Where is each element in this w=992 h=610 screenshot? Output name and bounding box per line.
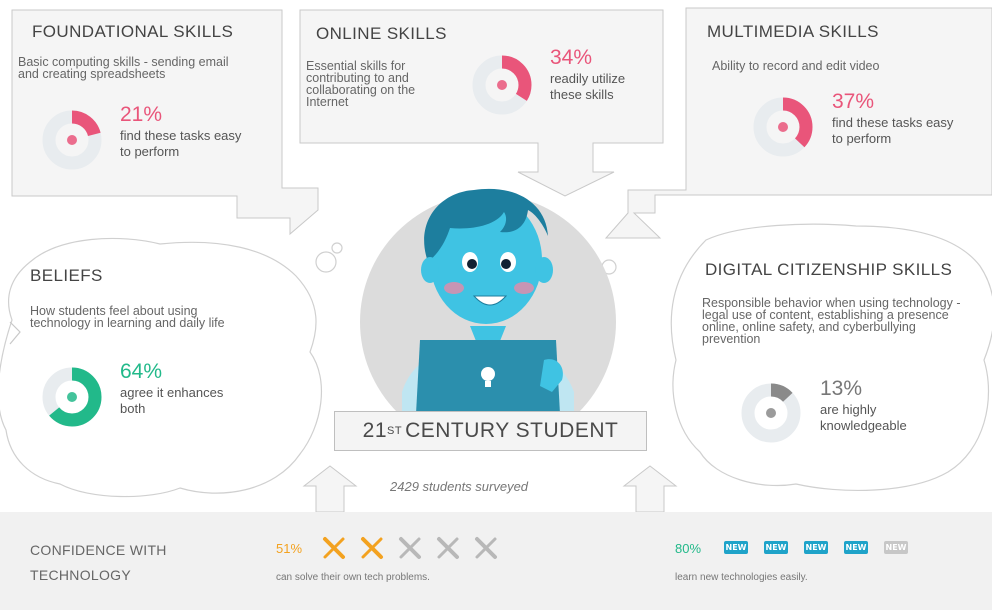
new-badge-empty: NEW — [884, 541, 908, 554]
beliefs-pct: 64% — [120, 360, 163, 383]
foundational-box — [11, 9, 319, 236]
beliefs-title: BELIEFS — [30, 266, 103, 285]
wrench-icon-filled — [323, 537, 345, 559]
beliefs-donut-icon — [67, 392, 77, 402]
confidence-label: CONFIDENCE WITH TECHNOLOGY — [30, 538, 167, 588]
tools-caption: can solve their own tech problems. — [276, 572, 430, 583]
foundational-donut-icon — [67, 135, 77, 145]
wrench-icon-empty — [437, 537, 459, 559]
confidence-label-line2: TECHNOLOGY — [30, 567, 132, 583]
foundational-desc: Basic computing skills - sending email a… — [18, 55, 229, 81]
student-title-prefix: 21 — [362, 419, 388, 442]
arrow-up-right — [622, 465, 678, 513]
multimedia-title: MULTIMEDIA SKILLS — [707, 22, 879, 41]
multimedia-box — [604, 7, 992, 239]
confidence-band — [0, 512, 992, 610]
new-badge-filled: NEW — [724, 541, 748, 554]
online-title: ONLINE SKILLS — [316, 24, 447, 43]
wrench-icon-filled — [361, 537, 383, 559]
student-illustration — [360, 188, 616, 450]
multimedia-desc: Ability to record and edit video — [712, 59, 880, 73]
citizenship-donut-icon — [766, 408, 776, 418]
multimedia-donut-icon — [778, 122, 788, 132]
learn-pct: 80% — [675, 541, 702, 556]
foundational-caption: find these tasks easy to perform — [120, 128, 242, 159]
citizenship-desc: Responsible behavior when using technolo… — [702, 296, 961, 346]
multimedia-donut-arc — [753, 97, 813, 157]
foundational-title: FOUNDATIONAL SKILLS — [32, 22, 234, 41]
foundational-donut-arc — [42, 110, 102, 170]
beliefs-desc: How students feel about using technology… — [30, 304, 225, 330]
confidence-label-line1: CONFIDENCE WITH — [30, 542, 167, 558]
online-pct: 34% — [550, 46, 593, 69]
new-badge-filled: NEW — [804, 541, 828, 554]
new-badge-filled: NEW — [764, 541, 788, 554]
wrench-icon-empty — [399, 537, 421, 559]
beliefs-cloud — [0, 237, 322, 498]
online-caption: readily utilize these skills — [550, 71, 626, 102]
arrow-up-left — [302, 465, 358, 513]
new-badge-filled: NEW — [844, 541, 868, 554]
student-title-sup: ST — [387, 425, 403, 437]
citizenship-caption: are highly knowledgeable — [820, 402, 907, 433]
student-title-rest: CENTURY STUDENT — [405, 419, 619, 442]
foundational-pct: 21% — [120, 103, 163, 126]
online-donut-arc — [472, 55, 532, 115]
online-desc: Essential skills for contributing to and… — [306, 59, 416, 109]
beliefs-donut-arc — [42, 367, 102, 427]
wrench-icon-empty — [475, 537, 497, 559]
citizenship-pct: 13% — [820, 377, 863, 400]
online-donut-icon — [497, 80, 507, 90]
multimedia-caption: find these tasks easy to perform — [832, 115, 954, 146]
beliefs-caption: agree it enhances both — [120, 385, 224, 416]
multimedia-pct: 37% — [832, 90, 875, 113]
learn-caption: learn new technologies easily. — [675, 572, 808, 583]
tools-pct: 51% — [276, 541, 303, 556]
citizenship-donut-arc — [741, 383, 801, 443]
citizenship-title: DIGITAL CITIZENSHIP SKILLS — [705, 260, 953, 279]
students-surveyed: 2429 students surveyed — [390, 479, 529, 494]
